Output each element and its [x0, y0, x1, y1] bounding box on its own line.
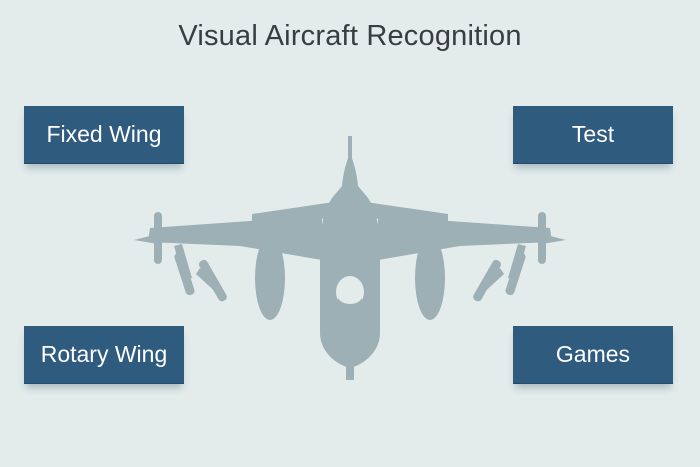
games-button-label: Games — [555, 341, 631, 367]
rotary-wing-button-label: Rotary Wing — [40, 341, 168, 367]
page-title: Visual Aircraft Recognition — [178, 20, 522, 52]
games-button[interactable]: Games — [513, 326, 673, 384]
fixed-wing-button[interactable]: Fixed Wing — [24, 106, 184, 164]
fixed-wing-button-label: Fixed Wing — [46, 121, 162, 147]
test-button[interactable]: Test — [513, 106, 673, 164]
fighter-jet-icon — [134, 136, 566, 380]
test-button-label: Test — [571, 121, 615, 147]
rotary-wing-button[interactable]: Rotary Wing — [24, 326, 184, 384]
